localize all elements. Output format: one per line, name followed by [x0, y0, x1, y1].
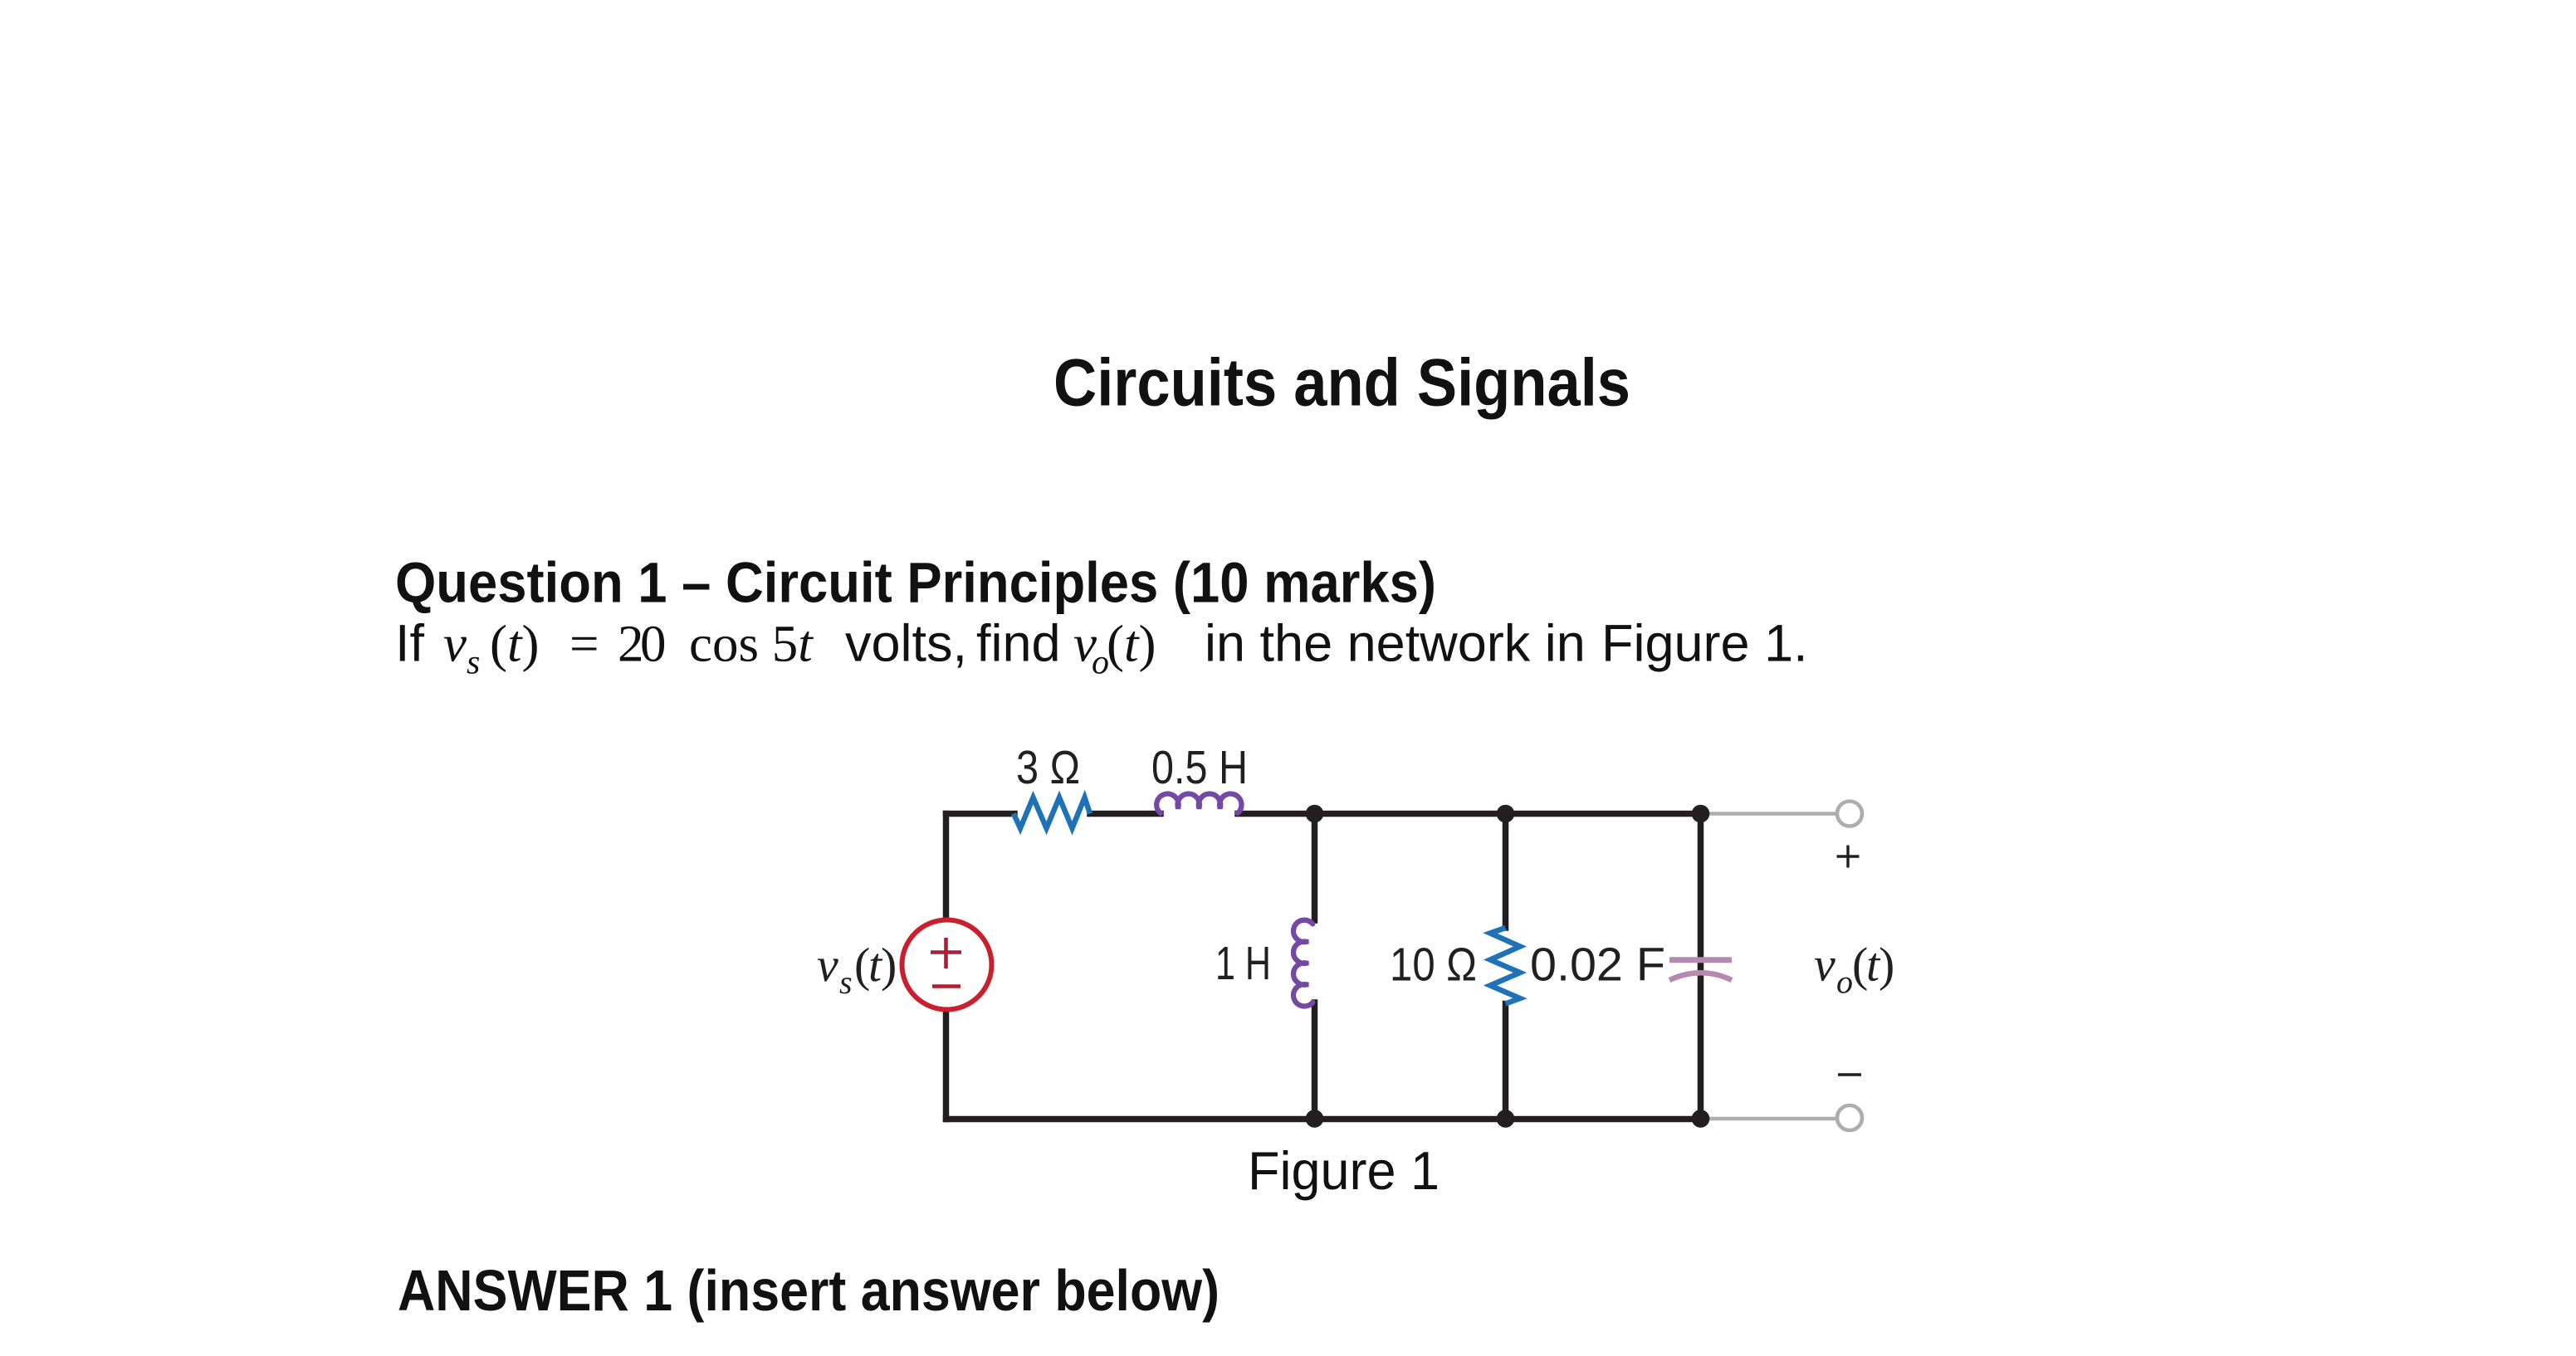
svg-text:Circuits and Signals: Circuits and Signals	[1053, 346, 1630, 421]
svg-text:0.02 F: 0.02 F	[1530, 939, 1665, 992]
svg-text:vs(t): vs(t)	[817, 938, 897, 1001]
svg-text:0.5 H: 0.5 H	[1151, 741, 1248, 794]
svg-text:Figure 1: Figure 1	[1248, 1140, 1440, 1201]
svg-text:10 Ω: 10 Ω	[1390, 939, 1477, 992]
svg-text:1 H: 1 H	[1215, 937, 1271, 990]
svg-text:3 Ω: 3 Ω	[1016, 741, 1080, 794]
svg-text:Question 1 – Circuit Principle: Question 1 – Circuit Principles (10 mark…	[395, 551, 1436, 615]
svg-text:ANSWER 1 (insert answer below): ANSWER 1 (insert answer below)	[398, 1258, 1220, 1323]
svg-text:vo(t): vo(t)	[1814, 938, 1894, 1001]
